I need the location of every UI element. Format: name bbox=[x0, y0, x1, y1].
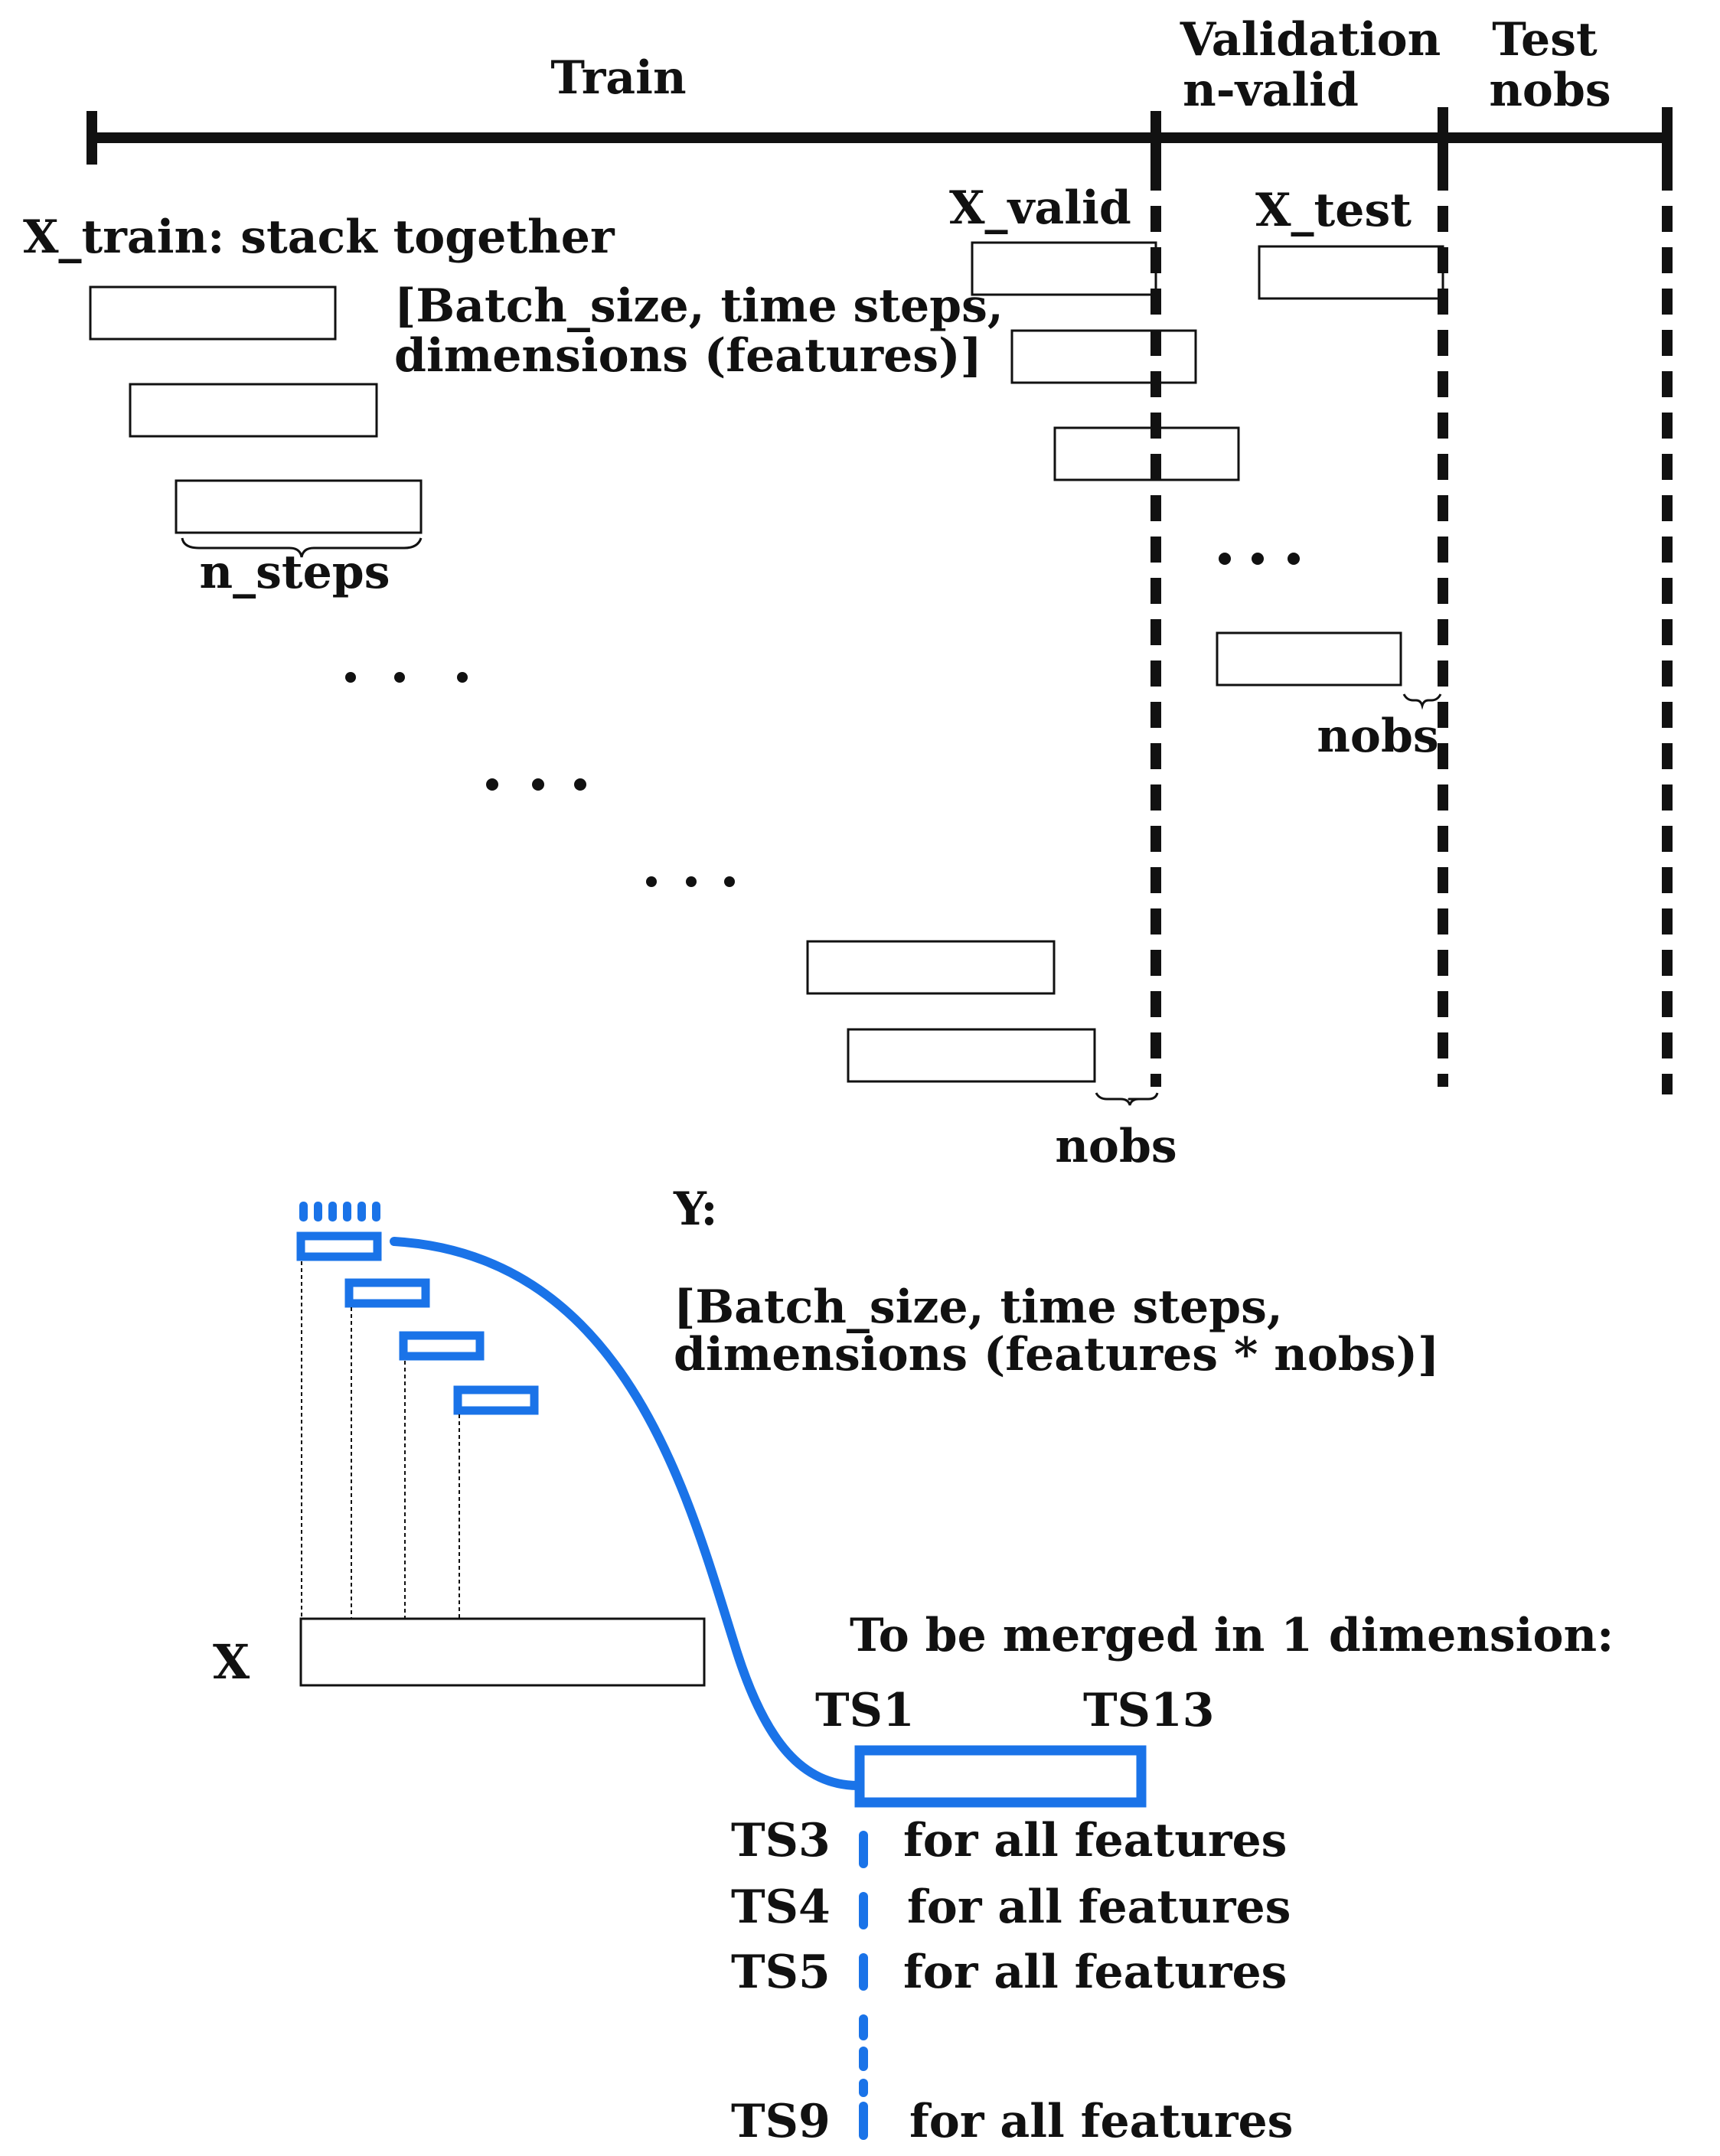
n-steps-brace bbox=[181, 537, 423, 558]
input-shape-line1: [Batch_size, time steps, bbox=[394, 279, 1004, 333]
ts-row: TS5 for all features bbox=[731, 1946, 1287, 1999]
nobs-brace-valid bbox=[1402, 693, 1442, 710]
train-window bbox=[847, 1028, 1096, 1083]
ts-row-text: for all features bbox=[909, 2095, 1293, 2148]
n-valid-label: n-valid bbox=[1183, 64, 1359, 117]
ellipsis-dots bbox=[1219, 553, 1300, 565]
x-train-label: X_train: stack together bbox=[23, 210, 615, 264]
test-window bbox=[1258, 245, 1444, 300]
ts-row-label: TS3 bbox=[731, 1814, 831, 1867]
x-label: X bbox=[213, 1634, 250, 1690]
ts-row-text: for all features bbox=[907, 1880, 1291, 1934]
y-window bbox=[344, 1278, 430, 1308]
train-window bbox=[89, 285, 337, 341]
y-label: Y: bbox=[673, 1182, 718, 1236]
x-test-stack: X_test nobs bbox=[1216, 184, 1444, 763]
ts-row-text: for all features bbox=[903, 1946, 1287, 1999]
test-nobs-label: nobs bbox=[1489, 64, 1611, 117]
valid-window bbox=[971, 241, 1157, 296]
ts-row-label: TS9 bbox=[731, 2095, 831, 2148]
y-window bbox=[296, 1231, 382, 1261]
y-window bbox=[453, 1385, 539, 1415]
merge-curve bbox=[390, 1237, 862, 1790]
x-test-label: X_test bbox=[1255, 184, 1412, 237]
ts-row: TS9 for all features bbox=[731, 2095, 1293, 2148]
merged-section: To be merged in 1 dimension: TS1 TS13 TS… bbox=[731, 1609, 1614, 2148]
x-valid-stack: X_valid bbox=[949, 181, 1240, 481]
ts-row-text: for all features bbox=[903, 1814, 1287, 1867]
y-shape-line2: dimensions (features * nobs)] bbox=[674, 1328, 1439, 1381]
dotted-guides bbox=[301, 1261, 460, 1619]
x-valid-label: X_valid bbox=[949, 181, 1131, 235]
test-label: Test bbox=[1492, 13, 1598, 67]
nobs-train-label: nobs bbox=[1055, 1120, 1177, 1173]
y-step-ticks bbox=[299, 1202, 380, 1222]
ts-last-label: TS13 bbox=[1083, 1684, 1214, 1737]
ts-row-label: TS4 bbox=[731, 1880, 831, 1934]
x-input-box bbox=[299, 1617, 706, 1687]
merged-label: To be merged in 1 dimension: bbox=[850, 1609, 1614, 1662]
train-window bbox=[175, 479, 423, 534]
ts-first-label: TS1 bbox=[815, 1684, 915, 1737]
ts-row: TS4 for all features bbox=[731, 1880, 1291, 1934]
nobs-valid-label: nobs bbox=[1317, 709, 1438, 763]
ellipsis-dots bbox=[345, 672, 735, 887]
y-shape-line1: [Batch_size, time steps, bbox=[674, 1280, 1283, 1334]
x-train-stack: X_train: stack together [Batch_size, tim… bbox=[23, 210, 1177, 1173]
ts-row-label: TS5 bbox=[731, 1946, 831, 1999]
ts-row: TS3 for all features bbox=[731, 1814, 1287, 1867]
train-window bbox=[129, 383, 378, 438]
y-window bbox=[399, 1331, 485, 1361]
input-shape-line2: dimensions (features)] bbox=[394, 329, 982, 383]
nobs-brace-train bbox=[1095, 1092, 1159, 1106]
train-window bbox=[806, 940, 1056, 995]
n-steps-label: n_steps bbox=[199, 546, 390, 599]
test-window bbox=[1216, 631, 1402, 687]
valid-window bbox=[1010, 329, 1197, 384]
train-label: Train bbox=[550, 51, 686, 105]
timeline: Train Validation n-valid Test nobs bbox=[86, 13, 1673, 1094]
validation-label: Validation bbox=[1180, 13, 1441, 67]
merged-sequence-box bbox=[854, 1745, 1147, 1808]
y-detail: X Y: [Batch_size, time steps, dimensions… bbox=[213, 1182, 1439, 1790]
valid-window bbox=[1053, 426, 1240, 481]
